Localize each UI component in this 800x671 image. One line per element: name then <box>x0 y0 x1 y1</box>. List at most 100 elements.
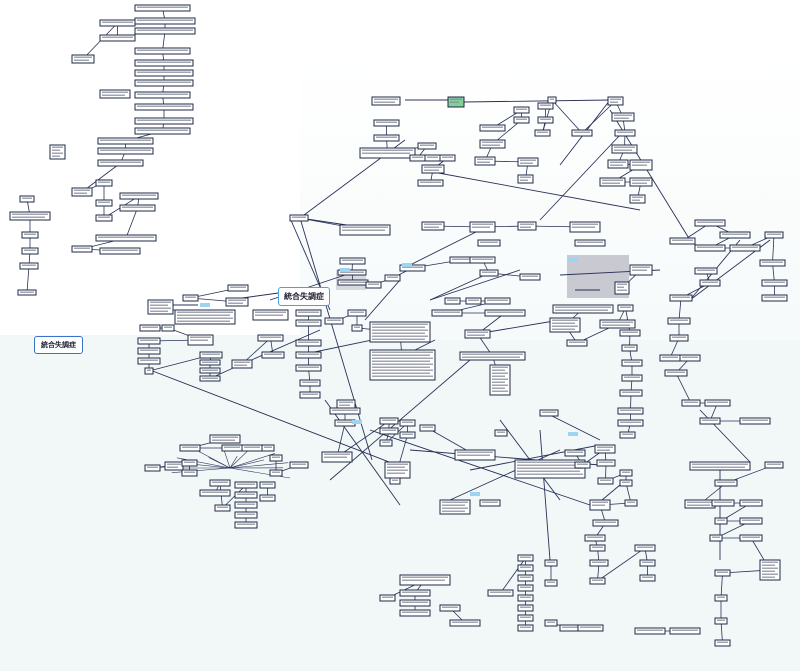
topic-node[interactable] <box>21 231 39 239</box>
node-text-line[interactable] <box>617 289 627 291</box>
topic-node[interactable] <box>373 119 400 127</box>
node-text-line[interactable] <box>610 101 618 103</box>
node-text-line[interactable] <box>332 409 358 411</box>
topic-node[interactable] <box>544 559 558 567</box>
node-text-line[interactable] <box>684 401 698 403</box>
topic-node[interactable] <box>589 559 609 567</box>
node-text-line[interactable] <box>592 504 605 506</box>
node-text-line[interactable] <box>517 464 580 466</box>
node-text-line[interactable] <box>427 156 438 158</box>
topic-node[interactable] <box>621 344 638 352</box>
node-text-line[interactable] <box>732 246 758 248</box>
node-text-line[interactable] <box>424 169 439 171</box>
node-text-line[interactable] <box>185 296 196 298</box>
topic-node[interactable] <box>544 619 558 627</box>
topic-node[interactable] <box>97 147 154 155</box>
node-text-line[interactable] <box>202 353 220 355</box>
topic-node[interactable] <box>221 444 243 452</box>
node-text-line[interactable] <box>137 119 191 121</box>
node-text-line[interactable] <box>362 152 410 154</box>
node-text-line[interactable] <box>520 626 531 628</box>
node-text-line[interactable] <box>614 146 635 148</box>
node-text-line[interactable] <box>376 121 397 123</box>
topic-node[interactable] <box>99 89 131 99</box>
node-text-line[interactable] <box>412 156 423 158</box>
topic-node[interactable] <box>759 259 786 267</box>
node-text-line[interactable] <box>662 356 678 358</box>
node-text-line[interactable] <box>382 419 396 421</box>
node-text-line[interactable] <box>642 576 653 578</box>
topic-node[interactable] <box>699 279 721 287</box>
node-text-line[interactable] <box>340 281 366 283</box>
node-text-line[interactable] <box>362 149 413 151</box>
topic-node[interactable] <box>669 334 689 342</box>
node-text-line[interactable] <box>100 149 151 151</box>
node-text-line[interactable] <box>497 431 505 433</box>
topic-node[interactable] <box>711 499 735 507</box>
topic-node[interactable] <box>619 469 633 477</box>
node-text-line[interactable] <box>122 194 156 196</box>
topic-node[interactable] <box>739 499 763 507</box>
node-text-line[interactable] <box>382 441 390 443</box>
topic-node[interactable] <box>619 479 633 487</box>
node-text-line[interactable] <box>420 181 441 183</box>
topic-node[interactable] <box>95 199 113 207</box>
topic-node[interactable] <box>514 459 586 479</box>
node-text-line[interactable] <box>262 483 273 485</box>
node-text-line[interactable] <box>477 158 493 160</box>
node-text-line[interactable] <box>387 472 405 474</box>
node-text-line[interactable] <box>520 556 531 558</box>
topic-node[interactable] <box>181 459 198 467</box>
node-text-line[interactable] <box>22 264 36 266</box>
node-text-line[interactable] <box>620 306 631 308</box>
node-text-line[interactable] <box>368 283 379 285</box>
topic-node[interactable] <box>134 127 191 135</box>
node-text-line[interactable] <box>22 197 32 199</box>
node-text-line[interactable] <box>452 258 470 260</box>
node-text-line[interactable] <box>74 56 92 58</box>
node-text-line[interactable] <box>382 596 393 598</box>
node-text-line[interactable] <box>632 199 640 201</box>
node-text-line[interactable] <box>472 226 490 228</box>
node-text-line[interactable] <box>137 129 188 131</box>
node-text-line[interactable] <box>520 223 534 225</box>
node-text-line[interactable] <box>487 299 508 301</box>
node-text-line[interactable] <box>637 629 663 631</box>
topic-node[interactable] <box>399 431 416 439</box>
node-text-line[interactable] <box>637 546 653 548</box>
node-text-line[interactable] <box>717 481 735 483</box>
topic-node[interactable] <box>617 304 634 312</box>
topic-node[interactable] <box>739 517 763 525</box>
topic-node[interactable] <box>295 351 322 359</box>
topic-node[interactable] <box>95 179 113 187</box>
node-text-line[interactable] <box>324 456 347 458</box>
topic-node[interactable] <box>714 569 731 577</box>
node-text-line[interactable] <box>302 393 318 395</box>
node-text-line[interactable] <box>492 375 505 377</box>
node-text-line[interactable] <box>702 281 718 283</box>
node-text-line[interactable] <box>457 451 493 453</box>
topic-node[interactable] <box>479 124 506 132</box>
node-text-line[interactable] <box>228 302 243 304</box>
node-text-line[interactable] <box>327 319 341 321</box>
topic-node[interactable] <box>147 299 174 315</box>
topic-node[interactable] <box>474 156 496 166</box>
node-text-line[interactable] <box>98 201 110 203</box>
topic-node[interactable] <box>261 351 285 359</box>
node-text-line[interactable] <box>592 561 606 563</box>
topic-node[interactable] <box>439 154 456 162</box>
topic-node[interactable] <box>19 262 39 270</box>
topic-node[interactable] <box>617 407 644 415</box>
topic-node[interactable] <box>234 511 258 519</box>
node-text-line[interactable] <box>492 369 505 371</box>
topic-node[interactable] <box>619 329 641 337</box>
node-text-line[interactable] <box>540 118 551 120</box>
node-text-line[interactable] <box>492 366 508 368</box>
node-text-line[interactable] <box>374 101 395 103</box>
topic-node[interactable] <box>399 589 431 597</box>
topic-node[interactable] <box>607 159 629 169</box>
topic-node[interactable] <box>574 461 591 469</box>
node-text-line[interactable] <box>272 471 280 473</box>
node-text-line[interactable] <box>450 101 459 103</box>
